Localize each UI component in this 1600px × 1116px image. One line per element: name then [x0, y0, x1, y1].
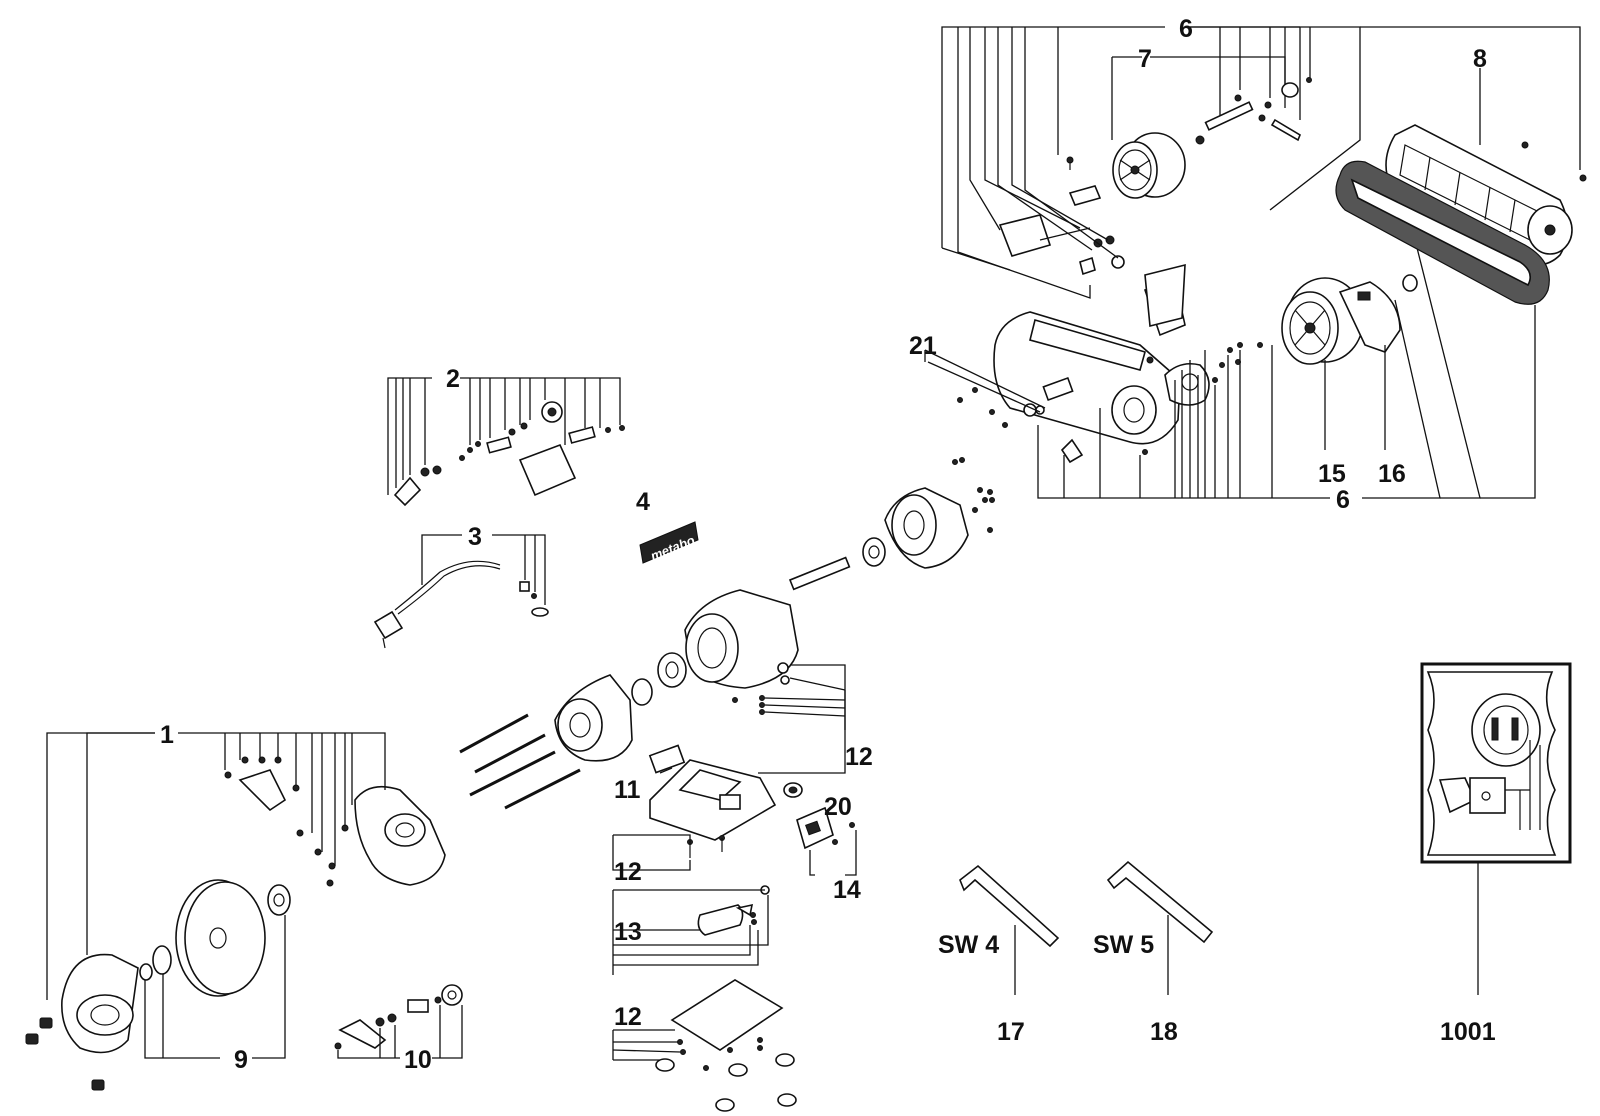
part-2-eye-shield	[387, 377, 625, 507]
part-9-grinding-wheel	[139, 879, 291, 1059]
part-17-hex-key-sw4	[959, 864, 1060, 995]
part-16-pulley-cover	[1338, 274, 1418, 450]
belt-frame	[941, 26, 1581, 499]
motor-rear-bell	[884, 457, 995, 569]
callout-15: 15	[1318, 460, 1346, 488]
callout-21: 21	[909, 332, 937, 360]
callout-9: 9	[234, 1046, 248, 1074]
callout-3: 3	[468, 523, 482, 551]
callout-1: 1	[160, 721, 174, 749]
part-7-upper-pulley	[1111, 56, 1312, 199]
part-4-brand-label: metabo	[639, 521, 699, 564]
callout-6-bottom: 6	[1336, 486, 1350, 514]
callout-12-b: 12	[614, 858, 642, 886]
part-13-capacitor	[612, 885, 770, 975]
part-1-wheel-guard	[25, 732, 446, 1091]
callout-1001: 1001	[1440, 1018, 1496, 1046]
bottom-plate	[612, 979, 797, 1112]
callout-4: 4	[636, 488, 650, 516]
callout-14: 14	[833, 876, 861, 904]
motor-front-cap	[459, 652, 687, 810]
callout-7: 7	[1138, 45, 1152, 73]
callout-16: 16	[1378, 460, 1406, 488]
callout-sw4: SW 4	[938, 931, 999, 959]
callout-18: 18	[1150, 1018, 1178, 1046]
part-8-belt-guard	[1335, 68, 1587, 305]
callout-10: 10	[404, 1046, 432, 1074]
part-21-plug	[924, 349, 1046, 415]
callout-13: 13	[614, 918, 642, 946]
part-3-power-cord	[373, 534, 549, 649]
callout-12-c: 12	[614, 1003, 642, 1031]
motor-stator	[684, 537, 886, 730]
callout-12-a: 12	[845, 743, 873, 771]
callout-labels: 1 2 3 4 6 6 7 8 9 10 11 12 12 12 13 14 1…	[160, 15, 1496, 1074]
callout-2: 2	[446, 365, 460, 393]
callout-8: 8	[1473, 45, 1487, 73]
callout-11: 11	[614, 776, 641, 804]
detail-1001-inset	[1420, 662, 1572, 995]
callout-20: 20	[824, 793, 852, 821]
callout-17: 17	[997, 1018, 1025, 1046]
callout-6-top: 6	[1179, 15, 1193, 43]
part-10-tool-rest	[334, 984, 463, 1059]
part-18-hex-key-sw5	[1106, 860, 1214, 995]
part-14-switch	[796, 806, 857, 876]
base-stand	[612, 690, 846, 871]
callout-sw5: SW 5	[1093, 931, 1154, 959]
